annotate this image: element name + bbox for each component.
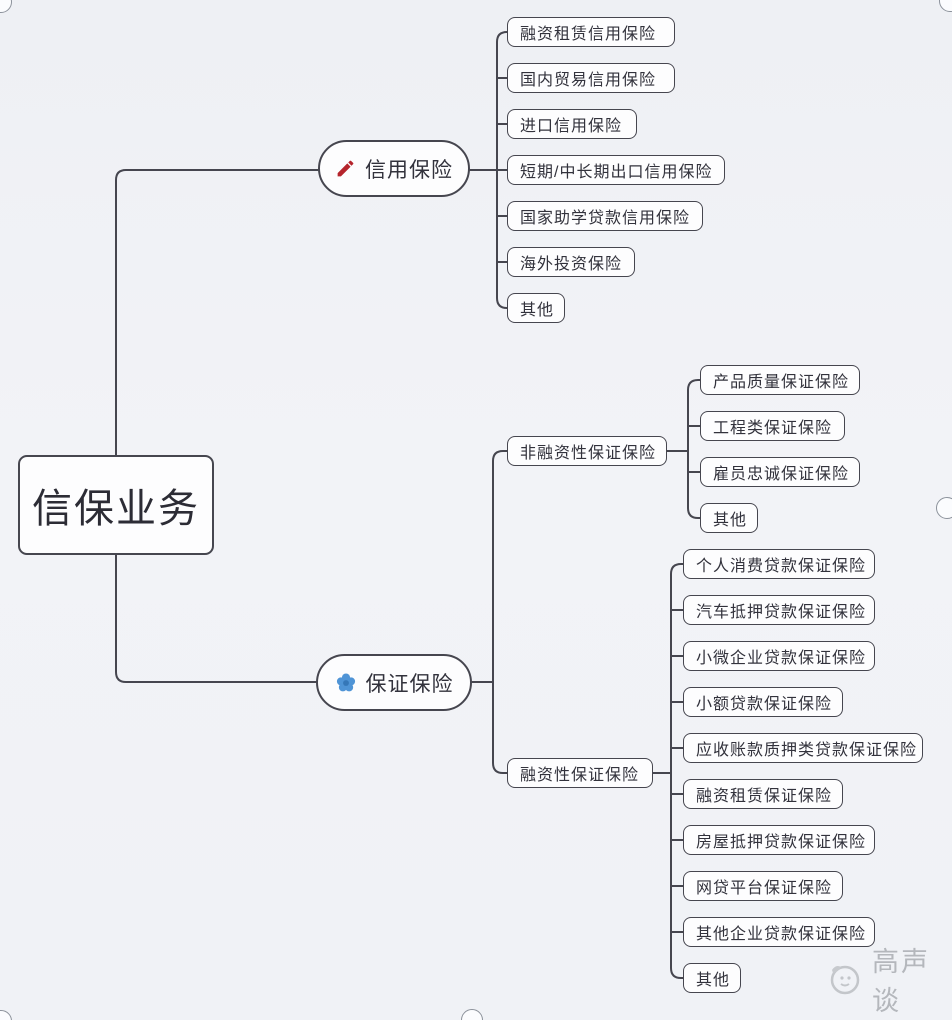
node-p2p-platform-guarantee[interactable]: 网贷平台保证保险 [683, 871, 843, 901]
branch-label: 保证保险 [365, 672, 454, 696]
pen-icon [335, 158, 356, 179]
node-domestic-trade-credit-insurance[interactable]: 国内贸易信用保险 [507, 63, 675, 93]
node-engineering-guarantee[interactable]: 工程类保证保险 [700, 411, 845, 441]
flower-icon [335, 672, 357, 694]
node-non-financing-guarantee-insurance[interactable]: 非融资性保证保险 [507, 436, 667, 466]
node-credit-other[interactable]: 其他 [507, 293, 565, 323]
node-small-loan-guarantee[interactable]: 小额贷款保证保险 [683, 687, 843, 717]
node-overseas-investment-insurance[interactable]: 海外投资保险 [507, 247, 635, 277]
node-financing-lease-credit-insurance[interactable]: 融资租赁信用保险 [507, 17, 675, 47]
node-micro-enterprise-loan-guarantee[interactable]: 小微企业贷款保证保险 [683, 641, 875, 671]
node-import-credit-insurance[interactable]: 进口信用保险 [507, 109, 637, 139]
node-other-enterprise-loan-guarantee[interactable]: 其他企业贷款保证保险 [683, 917, 875, 947]
node-financing-other[interactable]: 其他 [683, 963, 741, 993]
node-non-financing-other[interactable]: 其他 [700, 503, 758, 533]
node-export-credit-insurance[interactable]: 短期/中长期出口信用保险 [507, 155, 725, 185]
node-receivables-pledge-loan-guarantee[interactable]: 应收账款质押类贷款保证保险 [683, 733, 923, 763]
watermark: 高声谈 [822, 947, 948, 1016]
branch-label: 信用保险 [365, 158, 453, 182]
anchor-handle-right-middle[interactable] [936, 497, 952, 519]
watermark-logo-icon [822, 958, 864, 1000]
node-auto-mortgage-loan-guarantee[interactable]: 汽车抵押贷款保证保险 [683, 595, 875, 625]
root-node-credit-guarantee-business[interactable]: 信保业务 [18, 455, 214, 555]
node-student-loan-credit-insurance[interactable]: 国家助学贷款信用保险 [507, 201, 703, 231]
node-financing-guarantee-insurance[interactable]: 融资性保证保险 [507, 758, 653, 788]
branch-node-guarantee-insurance[interactable]: 保证保险 [316, 654, 472, 711]
node-house-mortgage-loan-guarantee[interactable]: 房屋抵押贷款保证保险 [683, 825, 875, 855]
node-product-quality-guarantee[interactable]: 产品质量保证保险 [700, 365, 860, 395]
node-employee-fidelity-guarantee[interactable]: 雇员忠诚保证保险 [700, 457, 860, 487]
watermark-text: 高声谈 [872, 947, 930, 1016]
node-personal-consumer-loan-guarantee[interactable]: 个人消费贷款保证保险 [683, 549, 875, 579]
branch-node-credit-insurance[interactable]: 信用保险 [318, 140, 470, 197]
node-financing-lease-guarantee[interactable]: 融资租赁保证保险 [683, 779, 843, 809]
